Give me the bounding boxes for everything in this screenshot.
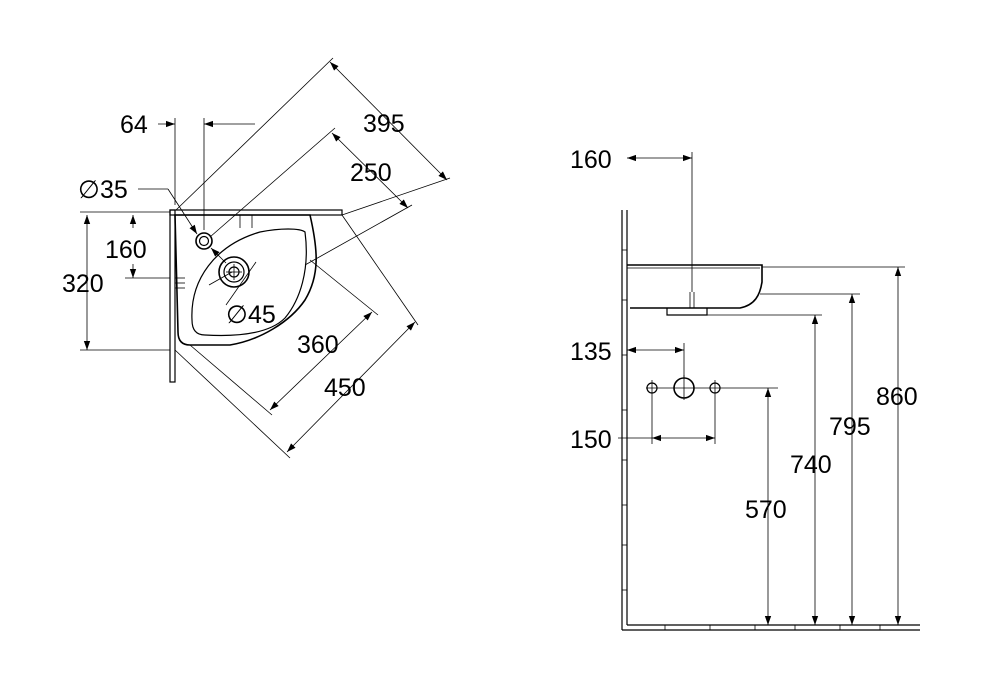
fixing-holes [646, 375, 778, 400]
plan-view: 64 395 250 ∅ 35 160 [62, 57, 451, 459]
side-dim-135: 135 [570, 338, 685, 378]
side-dim-570: 570 [745, 388, 787, 625]
dim-64-label: 64 [120, 111, 148, 139]
dim-395: 395 [175, 57, 451, 216]
waste-outlet [218, 256, 250, 288]
side-dim-150: 150 [570, 396, 716, 454]
side-dim-740: 740 [707, 314, 832, 625]
side-dim-160: 160 [570, 146, 693, 292]
side-view: 160 135 150 570 740 [570, 146, 920, 631]
dim-250: 250 [209, 127, 413, 266]
dim-35-label: 35 [100, 176, 128, 204]
side-dim-795-label: 795 [829, 413, 871, 441]
dim-395-label: 395 [363, 110, 405, 138]
side-dim-160-label: 160 [570, 146, 612, 174]
dim-35-symbol: ∅ [78, 176, 100, 204]
side-dim-860: 860 [762, 266, 918, 625]
side-dim-740-label: 740 [790, 451, 832, 479]
dim-45-label: 45 [248, 301, 276, 329]
dim-360-label: 360 [297, 331, 339, 359]
tap-hole [195, 232, 213, 250]
dim-160-vertical: 160 [105, 215, 170, 279]
dim-320-vertical: 320 [62, 215, 104, 350]
dim-64: 64 [120, 111, 255, 230]
side-dim-150-label: 150 [570, 426, 612, 454]
side-dim-860-label: 860 [876, 383, 918, 411]
dim-450-label: 450 [324, 374, 366, 402]
wall-and-floor [621, 210, 920, 631]
dim-320-label: 320 [62, 270, 104, 298]
side-dim-795: 795 [760, 293, 871, 625]
basin-side-profile [627, 264, 763, 316]
dim-160-label: 160 [105, 236, 147, 264]
dim-450: 450 [174, 214, 419, 459]
dim-45-symbol: ∅ [226, 301, 248, 329]
dim-diameter-35: ∅ 35 [78, 176, 227, 264]
side-dim-135-label: 135 [570, 338, 612, 366]
side-dim-570-label: 570 [745, 496, 787, 524]
dim-250-label: 250 [350, 159, 392, 187]
